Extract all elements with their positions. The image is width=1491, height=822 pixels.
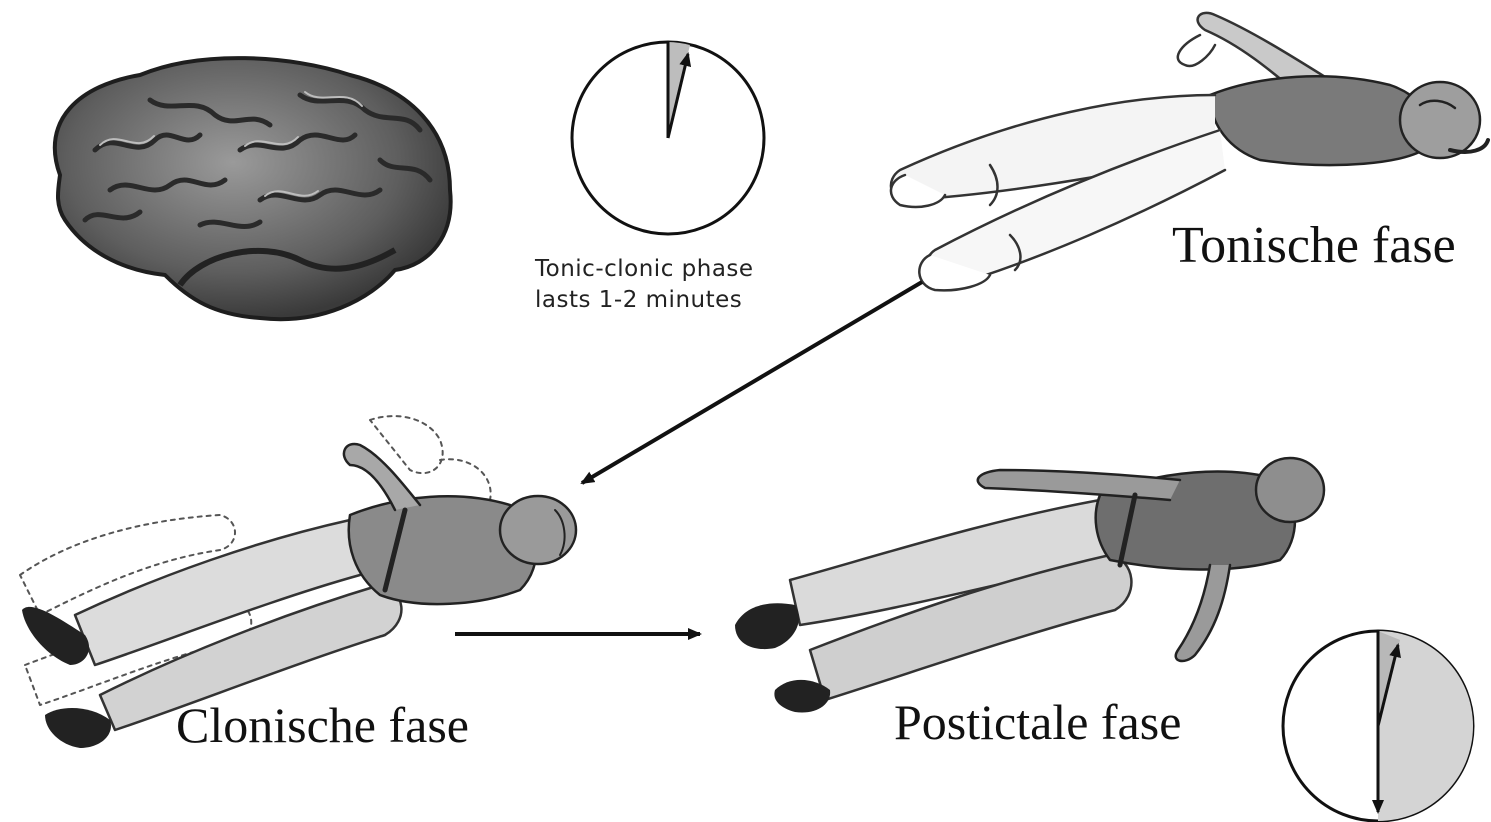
clock-caption-line1: Tonic-clonic phase: [535, 254, 754, 285]
clock-caption: Tonic-clonic phase lasts 1-2 minutes: [535, 254, 754, 316]
label-tonic-phase: Tonische fase: [1172, 216, 1456, 275]
label-clonic-phase: Clonische fase: [176, 696, 469, 754]
brain-icon: [55, 58, 451, 319]
clock-caption-line2: lasts 1-2 minutes: [535, 285, 754, 316]
clock-icon: [572, 42, 764, 234]
label-postictal-phase: Postictale fase: [894, 693, 1181, 751]
figure-postictal: [735, 458, 1324, 713]
clock-postictal-icon: [1283, 631, 1473, 821]
